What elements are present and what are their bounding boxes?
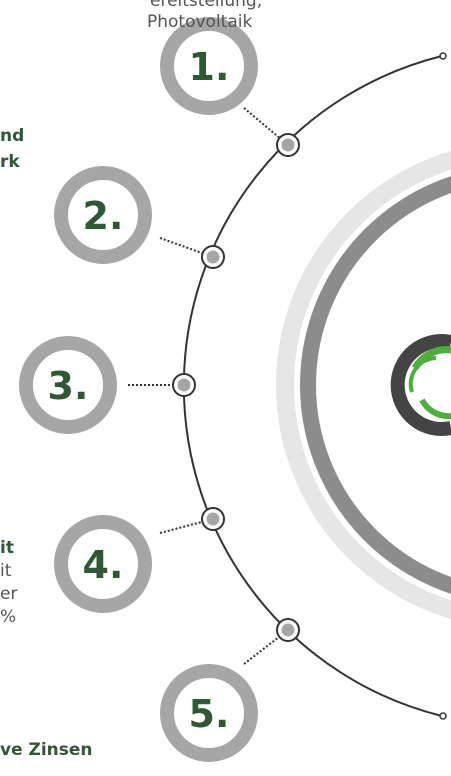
arc-node-4 [201, 507, 225, 531]
step-number-3: 3. [48, 364, 89, 408]
swirl-logo-icon [390, 334, 451, 436]
connector-1 [243, 107, 289, 146]
step1-text-line2: Photovoltaik [147, 12, 253, 32]
step-ring-2 [54, 166, 152, 264]
connector-5 [243, 629, 289, 665]
inner-ring-mid [300, 176, 451, 594]
step2-text-line2: rk [0, 152, 20, 172]
connector-2 [159, 237, 214, 258]
step-ring-1 [160, 17, 258, 115]
step5-text-head: ve Zinsen [0, 740, 93, 760]
step-ring-3 [19, 336, 117, 434]
step-number-4: 4. [83, 543, 124, 587]
step-number-5: 5. [189, 692, 230, 736]
step4-text-head: it [0, 538, 14, 558]
step-number-1: 1. [189, 45, 230, 89]
arc-node-5 [276, 618, 300, 642]
step-ring-5 [160, 664, 258, 762]
step4-text-line2: er [0, 584, 18, 604]
inner-ring-light [276, 151, 451, 619]
step4-text-line1: it [0, 561, 12, 581]
arc-node-3 [172, 373, 196, 397]
arc-end-bottom [439, 712, 447, 720]
arc-node-1 [276, 133, 300, 157]
arc-node-2 [201, 245, 225, 269]
step-number-2: 2. [83, 194, 124, 238]
step2-text-line1: nd [0, 126, 25, 146]
arc-end-top [439, 52, 447, 60]
step4-text-line3: % [0, 607, 17, 627]
step1-text-line1: ereitstellung, [150, 0, 263, 11]
step-ring-4 [54, 515, 152, 613]
